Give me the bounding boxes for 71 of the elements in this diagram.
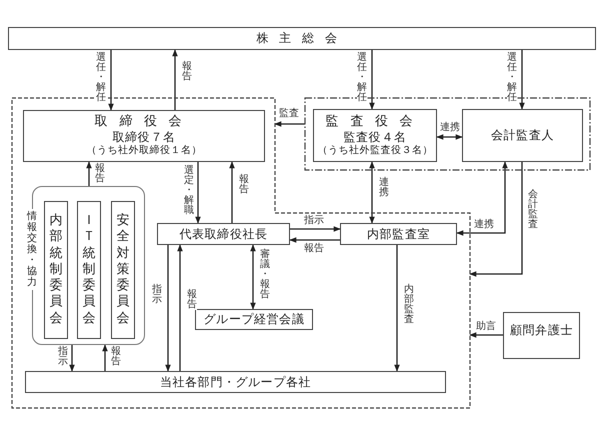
edge-label: 報告	[182, 62, 192, 82]
arrow	[289, 237, 340, 243]
edge-label: 選任・解任	[96, 53, 106, 103]
org-box	[23, 110, 265, 162]
org-box	[462, 109, 583, 162]
node-title: 顧問弁護士	[510, 323, 573, 338]
committee-box	[111, 201, 135, 339]
edge-label: 報告	[239, 175, 249, 195]
committee-name: 安全対策委員会	[116, 213, 130, 327]
edge-label: 指示	[152, 285, 162, 305]
edge-label: 指示	[58, 347, 68, 367]
org-box	[157, 223, 290, 245]
edge-label: 会計監査	[528, 190, 538, 230]
edge-label: 監査	[279, 108, 299, 119]
edge-label: 報告	[304, 243, 324, 254]
arrow	[250, 244, 256, 310]
committee-box	[77, 201, 101, 339]
node-title: 株主総会	[256, 31, 348, 46]
arrow	[290, 226, 341, 232]
node-title: 当社各部門・グループ各社	[160, 374, 312, 390]
org-box	[340, 223, 457, 245]
node-title: 監査役会	[326, 114, 424, 130]
arrow	[102, 344, 108, 371]
arrow	[274, 121, 305, 127]
edge-label: 連携	[440, 122, 460, 133]
edge-label: 連携	[379, 178, 389, 198]
org-box	[195, 309, 313, 330]
node-title: グループ経営会議	[204, 312, 304, 327]
committee-name: 内部統制委員会	[50, 213, 62, 327]
node-title: 会計監査人	[491, 128, 554, 143]
arrow	[469, 162, 523, 277]
arrow	[165, 245, 171, 372]
edge-label: 審議・報告	[260, 250, 270, 300]
node-title: 取締役会	[94, 114, 194, 130]
arrow	[172, 49, 178, 110]
arrow	[86, 161, 92, 186]
arrow	[195, 162, 201, 224]
edge-label: 指示	[304, 215, 324, 226]
arrow	[177, 244, 183, 371]
edge-label: 報告	[95, 164, 105, 184]
node-title: 代表取締役社長	[179, 226, 268, 242]
group-label: 情報交換・協力	[27, 209, 37, 290]
org-box	[313, 109, 437, 162]
arrow	[369, 161, 375, 224]
edge-label: 選任・解任	[507, 53, 517, 103]
arrow	[519, 50, 525, 110]
arrow	[394, 245, 400, 372]
committee-box	[44, 201, 68, 339]
committee-name: ＩＴ統制委員会	[82, 213, 96, 327]
edge-label: 報告	[187, 290, 197, 310]
edge-label: 内部監査	[404, 285, 414, 325]
arrow	[69, 345, 75, 372]
node-subtitle: （うち社外取締役１名）	[86, 145, 202, 158]
node-subtitle: （うち社外監査役３名）	[317, 144, 433, 158]
edge-label: 選任・解任	[357, 53, 367, 103]
org-box	[503, 312, 580, 359]
arrow	[436, 134, 463, 140]
arrow	[469, 332, 503, 338]
node-subtitle: 取締役７名	[112, 130, 176, 144]
edge-label: 助言	[476, 321, 496, 332]
org-box	[25, 371, 446, 393]
node-title: 内部監査室	[367, 226, 430, 242]
arrow	[369, 50, 375, 110]
edge-label: 報告	[111, 347, 121, 367]
edge-label: 選定・解職	[184, 166, 194, 216]
arrow	[108, 50, 114, 111]
arrow	[229, 161, 235, 223]
meeting-bar	[8, 27, 596, 50]
arrow	[456, 161, 508, 236]
edge-label: 連携	[474, 219, 494, 230]
node-subtitle: 監査役４名	[344, 130, 406, 144]
